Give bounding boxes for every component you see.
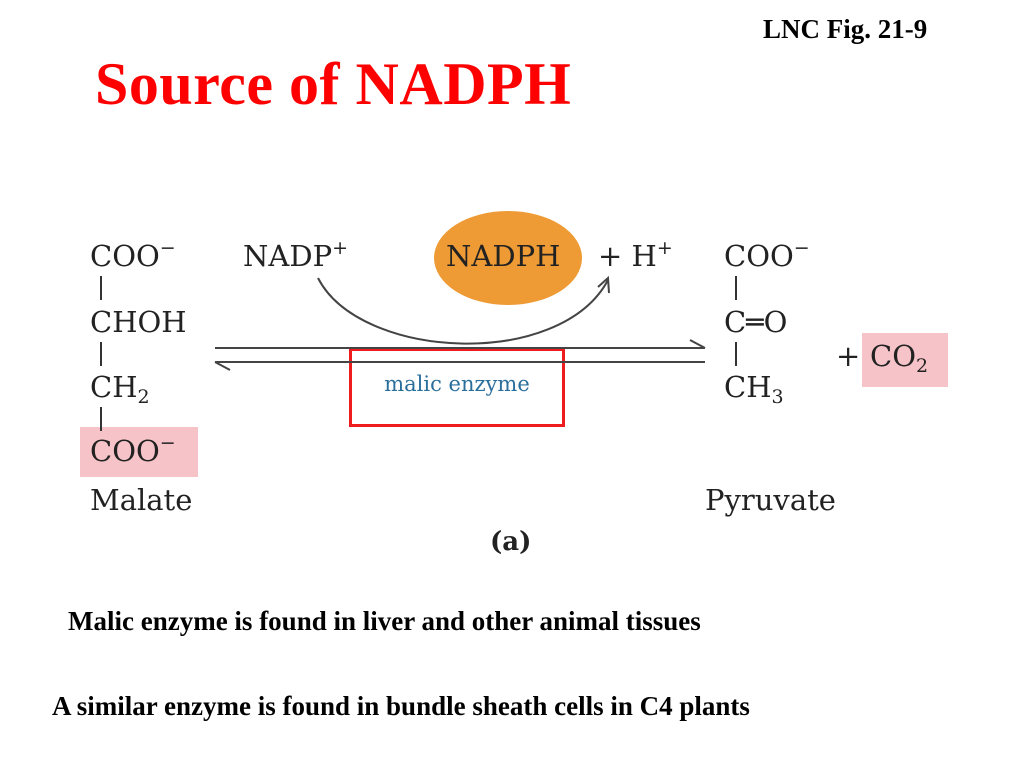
malate-bond-2 <box>100 342 102 366</box>
note-c4-plants: A similar enzyme is found in bundle shea… <box>52 691 750 721</box>
malate-ch2: CH2 <box>90 370 150 408</box>
malate-carboxylate-highlight <box>80 427 198 477</box>
figure-reference: LNC Fig. 21-9 <box>763 14 928 44</box>
plus-sign-co2: + <box>836 339 861 373</box>
malate-label: Malate <box>90 483 193 517</box>
malate-bond-3 <box>100 407 102 431</box>
pyruvate-carboxylate: COO− <box>724 237 810 273</box>
enzyme-box <box>349 348 565 427</box>
enzyme-label: malic enzyme <box>384 372 530 396</box>
pyruvate-bond-1 <box>735 276 737 300</box>
note-animal-tissues: Malic enzyme is found in liver and other… <box>68 606 701 636</box>
nadp-plus: NADP+ <box>243 237 349 273</box>
co2: CO2 <box>870 339 929 377</box>
co2-highlight <box>862 333 948 387</box>
malate-chohoh: CHOH <box>90 305 187 339</box>
malate-carboxylate-top: COO− <box>90 237 176 273</box>
malate-bond-1 <box>100 276 102 300</box>
proton: + H+ <box>598 237 673 273</box>
pyruvate-ch3: CH3 <box>724 370 784 408</box>
nadph: NADPH <box>446 239 561 273</box>
slide-title: Source of NADPH <box>95 51 572 117</box>
pyruvate-label: Pyruvate <box>705 483 836 517</box>
malate-carboxylate-bottom: COO− <box>90 432 176 468</box>
figure-caption-a: (a) <box>490 527 532 557</box>
pyruvate-carbonyl: C═O <box>724 305 788 339</box>
pyruvate-bond-2 <box>735 342 737 366</box>
